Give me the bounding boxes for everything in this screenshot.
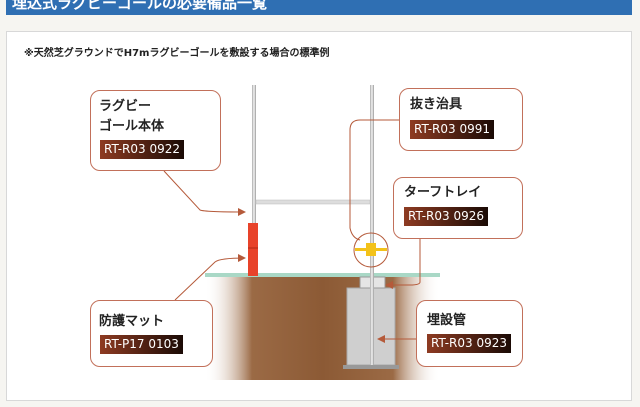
part-code: RT-P17 0103 — [100, 335, 183, 354]
callout-protective-mat: 防護マット RT-P17 0103 — [90, 300, 213, 367]
part-name: 防護マット — [99, 314, 165, 329]
part-name: ラグビー ゴール本体 — [99, 99, 165, 134]
part-code: RT-R03 0991 — [410, 120, 494, 139]
section-title: 埋込式ラグビーゴールの必要備品一覧 — [6, 0, 632, 15]
turf — [205, 273, 440, 277]
crossbar — [255, 199, 371, 205]
soil — [205, 277, 440, 380]
callout-goal-body: ラグビー ゴール本体 RT-R03 0922 — [90, 90, 221, 171]
part-name: 抜き治具 — [410, 97, 463, 112]
callout-turf-tray: ターフトレイ RT-R03 0926 — [393, 177, 523, 239]
part-code: RT-R03 0926 — [404, 207, 488, 226]
protective-pad — [248, 223, 258, 276]
callout-pull-jig: 抜き治具 RT-R03 0991 — [399, 88, 523, 151]
part-name: ターフトレイ — [404, 185, 482, 200]
note-text: ※天然芝グラウンドでH7mラグビーゴールを敷設する場合の標準例 — [24, 48, 330, 59]
part-code: RT-R03 0923 — [427, 334, 511, 353]
right-post — [370, 85, 374, 365]
callout-buried-pipe: 埋設管 RT-R03 0923 — [416, 300, 523, 367]
part-code: RT-R03 0922 — [100, 140, 184, 159]
part-name: 埋設管 — [427, 313, 467, 328]
left-post — [252, 85, 256, 275]
